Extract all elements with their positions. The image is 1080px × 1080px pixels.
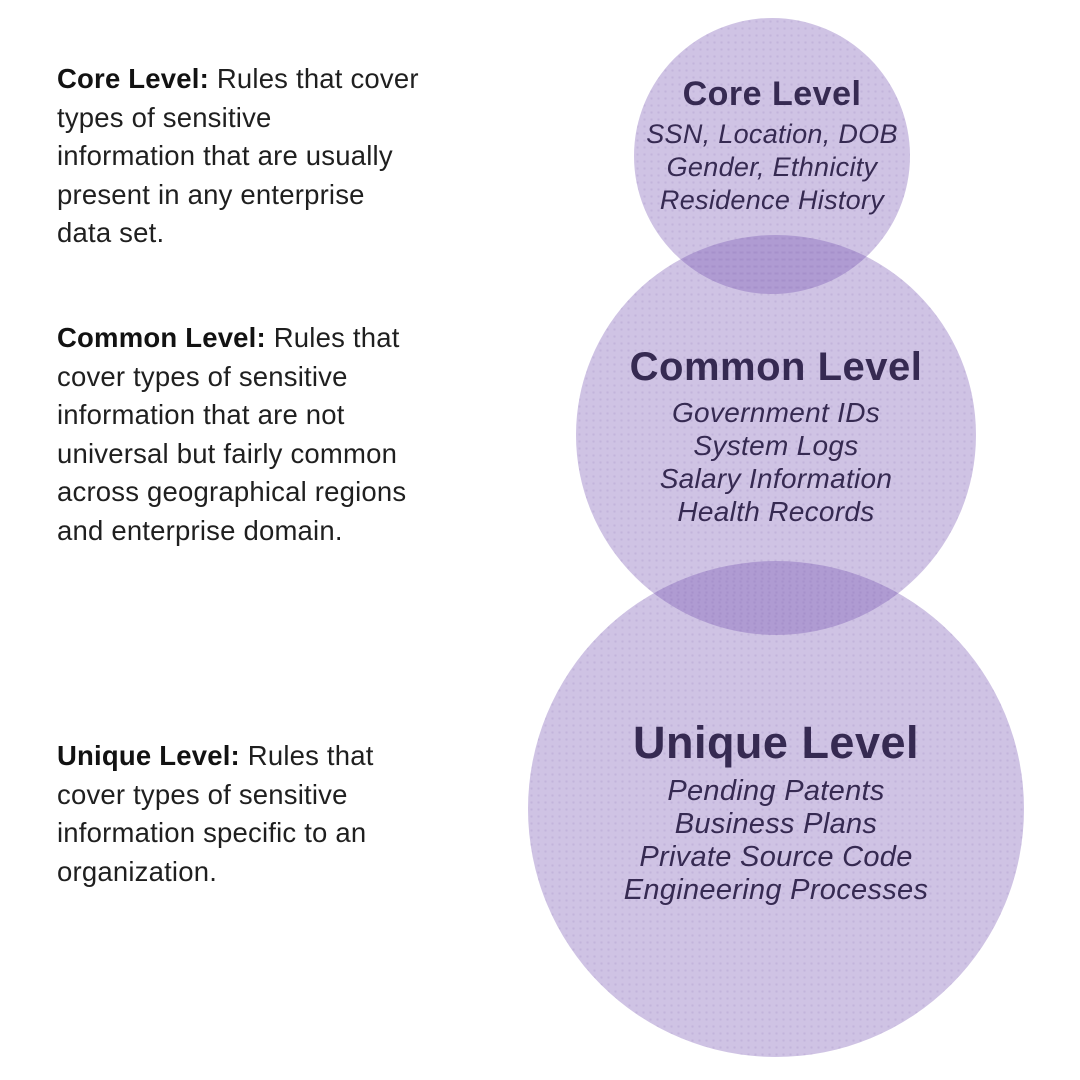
core-circle-text: Core Level SSN, Location, DOB Gender, Et… bbox=[646, 74, 898, 217]
description-common-level: Common Level: Rules that cover types of … bbox=[57, 319, 477, 550]
description-line: Core Level: Rules that cover bbox=[57, 63, 419, 94]
description-line: Unique Level: Rules that bbox=[57, 740, 374, 771]
common-level-circle bbox=[576, 235, 976, 635]
common-circle-title: Common Level bbox=[629, 345, 923, 389]
unique-circle-text: Unique Level Pending Patents Business Pl… bbox=[624, 716, 929, 907]
description-line: data set. bbox=[57, 217, 165, 248]
core-level-circle bbox=[634, 18, 910, 294]
description-line: information that are usually bbox=[57, 140, 393, 171]
circle-item: Business Plans bbox=[674, 808, 878, 840]
description-line: cover types of sensitive bbox=[57, 360, 348, 392]
common-circle-items: Government IDs System Logs Salary Inform… bbox=[630, 396, 923, 528]
description-line: information that are not bbox=[57, 399, 345, 430]
description-line: organization. bbox=[57, 855, 218, 887]
circle-item: Engineering Processes bbox=[623, 874, 929, 906]
description-line: across geographical regions bbox=[57, 476, 407, 507]
circle-item: Residence History bbox=[659, 185, 885, 215]
circle-item: System Logs bbox=[693, 430, 859, 461]
core-circle-items: SSN, Location, DOB Gender, Ethnicity Res… bbox=[646, 118, 898, 217]
description-line: information specific to an bbox=[57, 817, 367, 848]
description-line: present in any enterprise bbox=[57, 178, 365, 210]
circle-item: SSN, Location, DOB bbox=[646, 119, 898, 149]
circle-item: Private Source Code bbox=[639, 841, 913, 873]
circle-item: Pending Patents bbox=[667, 775, 885, 807]
circle-item: Health Records bbox=[677, 496, 875, 527]
circle-item: Gender, Ethnicity bbox=[666, 152, 878, 182]
description-line: and enterprise domain. bbox=[57, 514, 343, 546]
unique-level-circle bbox=[528, 561, 1024, 1057]
description-line: types of sensitive bbox=[57, 101, 272, 133]
description-core-level: Core Level: Rules that cover types of se… bbox=[57, 60, 477, 253]
description-common-label: Common Level: bbox=[57, 322, 266, 353]
description-unique-level: Unique Level: Rules that cover types of … bbox=[57, 737, 477, 891]
common-circle-text: Common Level Government IDs System Logs … bbox=[630, 344, 923, 528]
unique-circle-title: Unique Level bbox=[632, 717, 920, 768]
unique-circle-items: Pending Patents Business Plans Private S… bbox=[624, 775, 929, 907]
description-line: Common Level: Rules that bbox=[57, 322, 400, 353]
description-line: cover types of sensitive bbox=[57, 778, 348, 810]
circle-item: Salary Information bbox=[659, 463, 893, 494]
description-core-label: Core Level: bbox=[57, 63, 209, 94]
description-line: universal but fairly common bbox=[57, 437, 398, 469]
core-circle-title: Core Level bbox=[682, 75, 862, 113]
description-unique-label: Unique Level: bbox=[57, 740, 240, 771]
circle-item: Government IDs bbox=[671, 397, 881, 428]
